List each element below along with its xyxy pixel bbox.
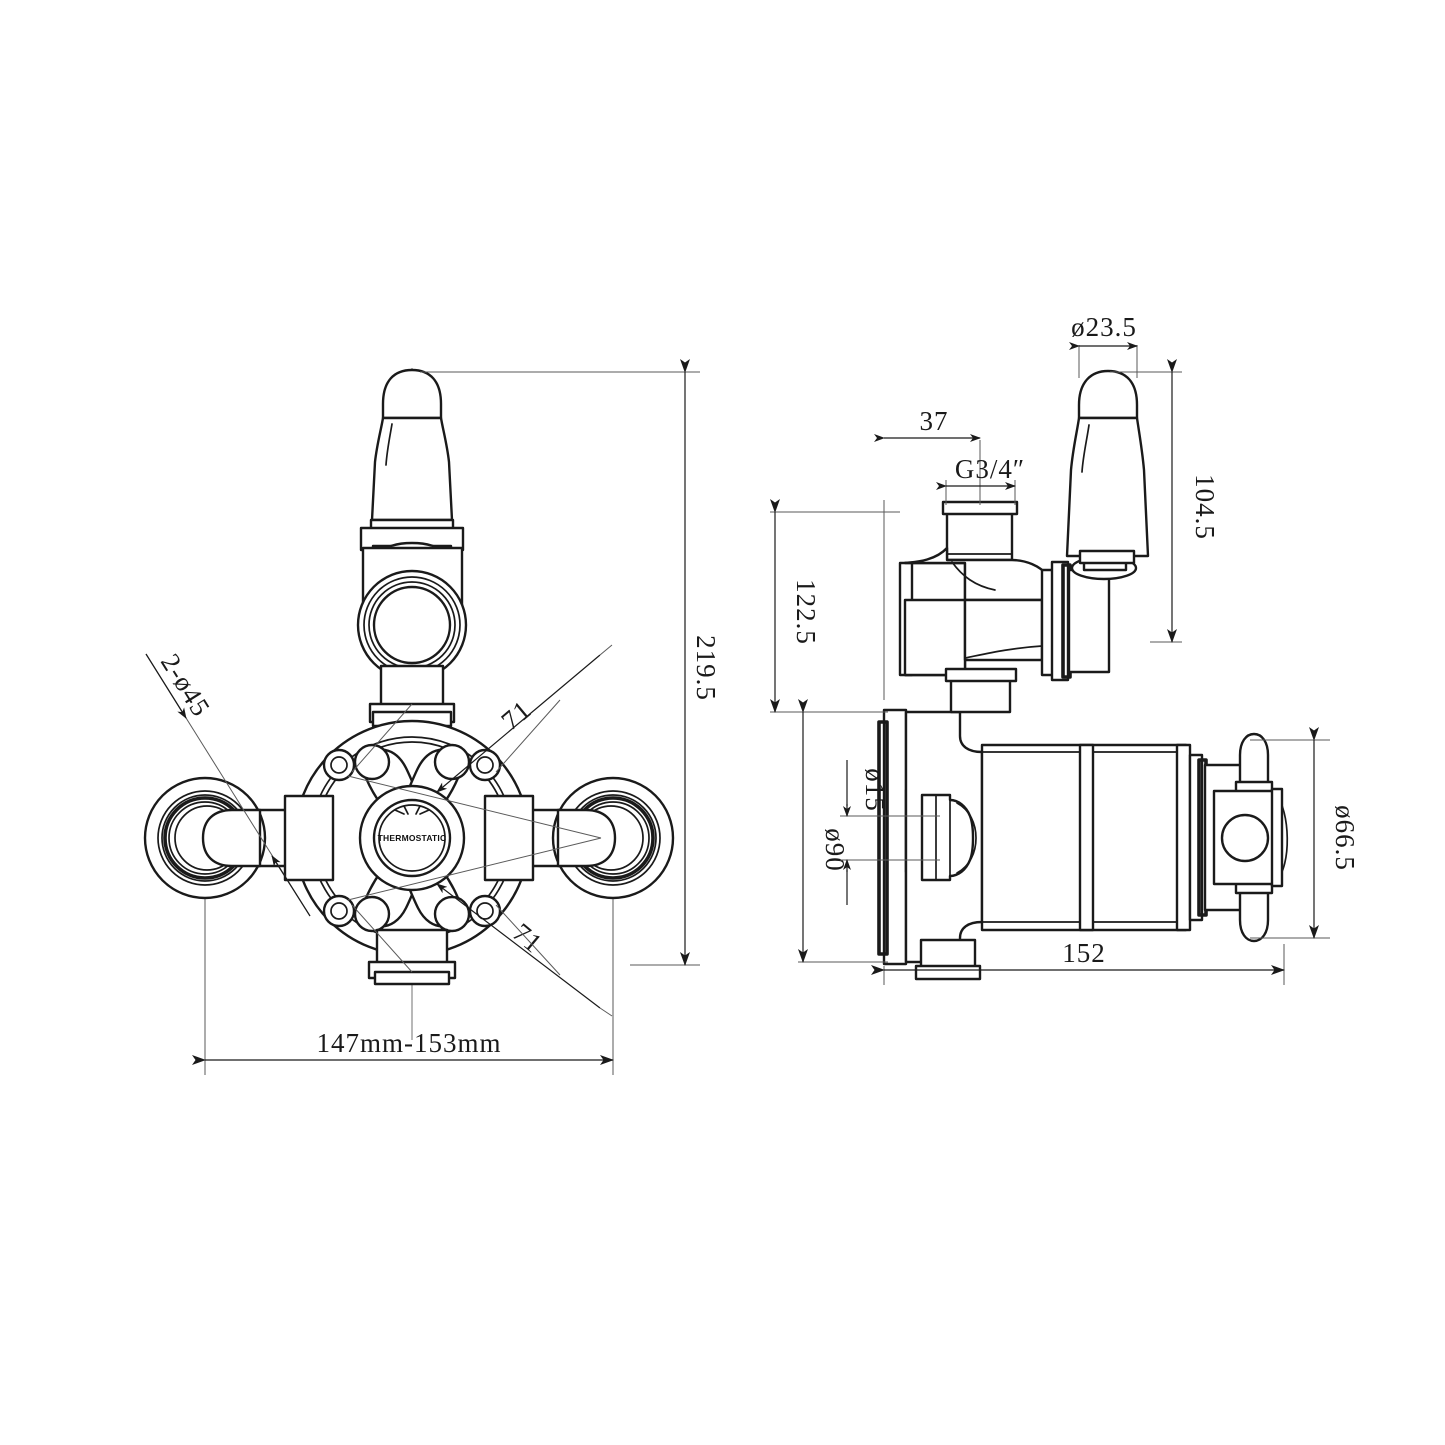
dim-37: 37 [920,406,949,436]
dim-dia15-group: ø15 [840,760,940,905]
front-right-arm [483,776,675,900]
dim-37-group: 37 [874,406,981,700]
front-bottom-outlet [367,928,457,986]
dim-dia90: ø90 [820,828,850,872]
dim-152: 152 [1062,938,1106,968]
dim-dia66-5-group: ø66.5 [1250,727,1360,939]
dim-104-5-group: 104.5 [1110,359,1220,643]
dim-g34-group: G3/4″ [936,454,1025,505]
front-boss-leaders [351,699,561,976]
dim-219-5: 219.5 [691,635,721,701]
dim-dia66-5: ø66.5 [1330,805,1360,871]
side-upper-body [898,500,1138,682]
dim-147-153-group: 147mm-153mm [192,900,614,1075]
front-view: THERMOSTATIC 219.5 [143,359,721,1075]
dim-dia23-5: ø23.5 [1071,312,1137,342]
side-cross-handle [1212,732,1289,943]
front-cross-handle: THERMOSTATIC [353,743,471,933]
side-lever-handle [1065,369,1150,565]
side-view: 37 G3/4″ ø23.5 104.5 122.5 [770,312,1360,985]
dim-104-5: 104.5 [1190,474,1220,540]
dim-g34: G3/4″ [955,454,1025,484]
brand-label: THERMOSTATIC [378,833,447,843]
dim-147-153: 147mm-153mm [317,1028,502,1058]
dim-219-5-group: 219.5 [420,359,721,966]
dim-dia23-5-group: ø23.5 [1069,312,1138,378]
dim-dia15: ø15 [860,768,890,812]
front-left-arm [143,776,335,900]
front-lever-mount [356,546,468,728]
dim-122-5: 122.5 [791,579,821,645]
dim-152-group: 152 [871,938,1285,985]
